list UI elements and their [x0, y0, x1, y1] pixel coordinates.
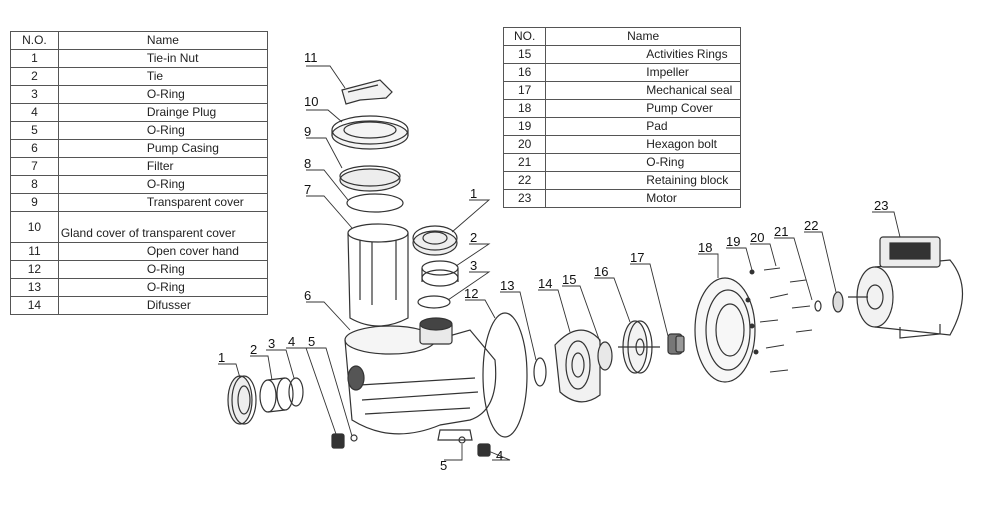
leader-lines: [218, 65, 901, 461]
row-name: Transparent cover: [57, 193, 269, 212]
row-no: 11: [10, 242, 59, 261]
motor-part: [848, 236, 964, 339]
activities-ring-part: [597, 341, 613, 371]
filter-part: [347, 223, 409, 327]
tie-upper-part: [421, 260, 459, 287]
callout-11: 11: [304, 50, 318, 65]
tie-in-nut-upper-part: [412, 225, 458, 256]
row-no: 19: [502, 117, 547, 136]
row-name: Drainge Plug: [57, 103, 269, 122]
row-name: Mechanical seal: [545, 81, 741, 100]
callout-23: 23: [874, 198, 888, 213]
mechanical-seal-part: [667, 333, 685, 355]
callout-2-upper: 2: [470, 230, 477, 245]
callout-10: 10: [304, 94, 318, 109]
row-no: 14: [10, 296, 59, 315]
row-name: Retaining block: [545, 171, 741, 190]
row-name: Open cover hand: [57, 242, 269, 261]
row-name: Activities Rings: [545, 45, 741, 64]
callout-4-left: 4: [288, 334, 295, 349]
transparent-cover-part: [339, 165, 401, 192]
callout-14: 14: [538, 276, 552, 291]
o-ring-5-right-part: [458, 436, 466, 444]
hexagon-bolts-part: [745, 267, 813, 373]
callout-12: 12: [464, 286, 478, 301]
o-ring-13-part: [533, 357, 547, 387]
callout-3-upper: 3: [470, 258, 477, 273]
difusser-part: [554, 329, 601, 403]
callout-13: 13: [500, 278, 514, 293]
callout-20: 20: [750, 230, 764, 245]
row-no: 16: [502, 63, 547, 82]
callout-3-lower: 3: [268, 336, 275, 351]
row-name: Impeller: [545, 63, 741, 82]
drainge-plug-right-part: [477, 443, 491, 457]
gland-cover-part: [331, 115, 409, 150]
drainge-plug-left-part: [331, 433, 345, 449]
callout-6: 6: [304, 288, 311, 303]
callout-labels: 11 10 9 8 7 6 1 2 3 12 13 14 15 16 17 18…: [218, 50, 888, 473]
o-ring-21-part: [814, 300, 822, 312]
o-ring-3-lower-part: [288, 377, 304, 407]
callout-4-bottom: 4: [496, 448, 503, 463]
impeller-part: [618, 320, 660, 374]
o-ring-3-upper-part: [417, 295, 451, 309]
row-no: 23: [502, 189, 547, 208]
callout-1-upper: 1: [470, 186, 477, 201]
row-no: 17: [502, 81, 547, 100]
callout-17: 17: [630, 250, 644, 265]
callout-21: 21: [774, 224, 788, 239]
callout-7: 7: [304, 182, 311, 197]
callout-18: 18: [698, 240, 712, 255]
callout-1-lower: 1: [218, 350, 225, 365]
callout-5-left: 5: [308, 334, 315, 349]
row-name: Pad: [545, 117, 741, 136]
pump-cover-part: [694, 277, 756, 383]
callout-2-lower: 2: [250, 342, 257, 357]
open-cover-hand-part: [341, 79, 393, 105]
tie-lower-part: [259, 377, 294, 413]
row-name: Difusser: [57, 296, 269, 315]
pump-casing-part: [344, 317, 497, 441]
o-ring-8-part: [346, 193, 404, 213]
row-name: Filter: [57, 157, 269, 176]
retaining-block-part: [832, 291, 844, 313]
callout-22: 22: [804, 218, 818, 233]
row-name: O-Ring: [57, 175, 269, 194]
callout-8: 8: [304, 156, 311, 171]
o-ring-12-part: [482, 312, 528, 438]
o-ring-5-left-part: [350, 434, 358, 442]
row-name: Motor: [545, 189, 741, 208]
row-no: 10: [10, 211, 59, 243]
callout-15: 15: [562, 272, 576, 287]
callout-9: 9: [304, 124, 311, 139]
callout-19: 19: [726, 234, 740, 249]
callout-5-bottom: 5: [440, 458, 447, 473]
tie-in-nut-lower-part: [227, 375, 257, 425]
callout-16: 16: [594, 264, 608, 279]
